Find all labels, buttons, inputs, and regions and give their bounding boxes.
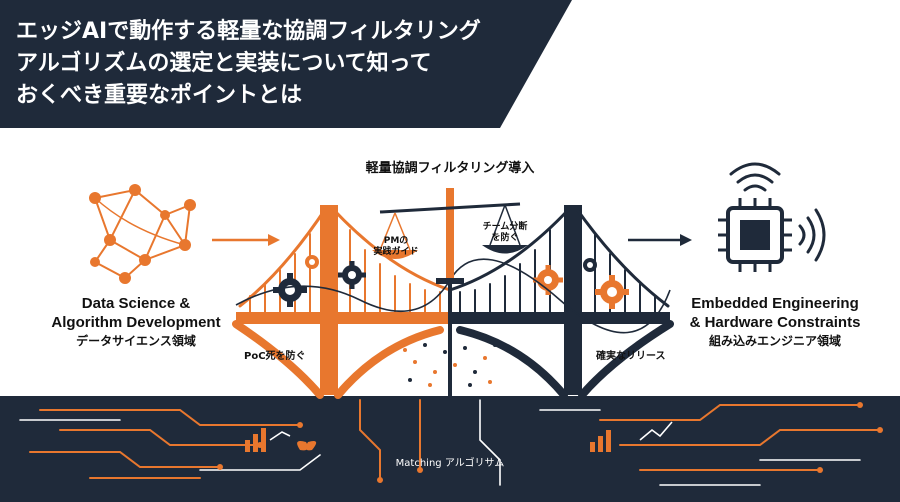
header-banner	[0, 0, 572, 128]
network-nodes	[89, 184, 196, 284]
page-title: エッジAIで動作する軽量な協調フィルタリング アルゴリズムの選定と実装について知…	[16, 16, 576, 112]
title-line-1: エッジAIで動作する軽量な協調フィルタリング	[16, 19, 481, 44]
right-domain-label: Embedded Engineering & Hardware Constrai…	[660, 294, 890, 350]
arrow-right-icon	[628, 234, 692, 246]
title-line-3: おくべき重要なポイントとは	[16, 83, 303, 108]
left-bridge	[232, 205, 452, 399]
scale-left-pan-label: PMの 実践ガイド	[365, 236, 427, 258]
matching-label: Matching アルゴリサム	[395, 458, 505, 469]
wireless-signal-icon	[729, 162, 826, 262]
line-chart-icon	[269, 421, 673, 441]
bar-chart-icon	[245, 428, 611, 452]
poc-label: PoC死を防ぐ	[244, 351, 306, 362]
top-label: 軽量協調フィルタリング導入	[365, 161, 535, 176]
left-domain-label: Data Science & Algorithm Development データ…	[36, 294, 236, 350]
gear-icon	[273, 273, 307, 307]
arrow-right-icon	[212, 234, 280, 246]
circuit-traces-light	[19, 399, 861, 486]
circuit-dots	[217, 402, 883, 483]
gear-icon	[595, 275, 629, 309]
circuit-traces	[29, 399, 881, 481]
scale-left-line-2: 実践ガイド	[373, 247, 419, 257]
right-title-en-1: Embedded Engineering	[691, 295, 859, 312]
gear-icon	[338, 261, 366, 289]
gear-icon	[583, 258, 597, 272]
balance-scale-icon	[372, 188, 528, 284]
microchip-icon	[718, 198, 792, 272]
left-title-jp: データサイエンス領域	[76, 334, 196, 348]
release-label: 確実なリリース	[596, 351, 666, 362]
scale-right-line-1: チーム分断	[482, 222, 528, 232]
butterfly-icon	[297, 441, 317, 451]
gear-icon	[305, 255, 319, 269]
title-line-2: アルゴリズムの選定と実装について知って	[16, 51, 432, 76]
central-divider	[448, 190, 452, 396]
left-title-en-1: Data Science &	[81, 295, 191, 312]
gear-icons	[273, 255, 629, 309]
data-particles	[403, 343, 497, 387]
right-title-jp: 組み込みエンジニア領域	[708, 334, 841, 348]
scale-right-pan-label: チーム分断 を防ぐ	[472, 222, 538, 244]
right-title-en-2: & Hardware Constraints	[689, 314, 861, 331]
left-title-en-2: Algorithm Development	[51, 314, 221, 331]
scale-left-line-1: PMの	[383, 236, 409, 246]
scale-right-line-2: を防ぐ	[491, 233, 519, 243]
